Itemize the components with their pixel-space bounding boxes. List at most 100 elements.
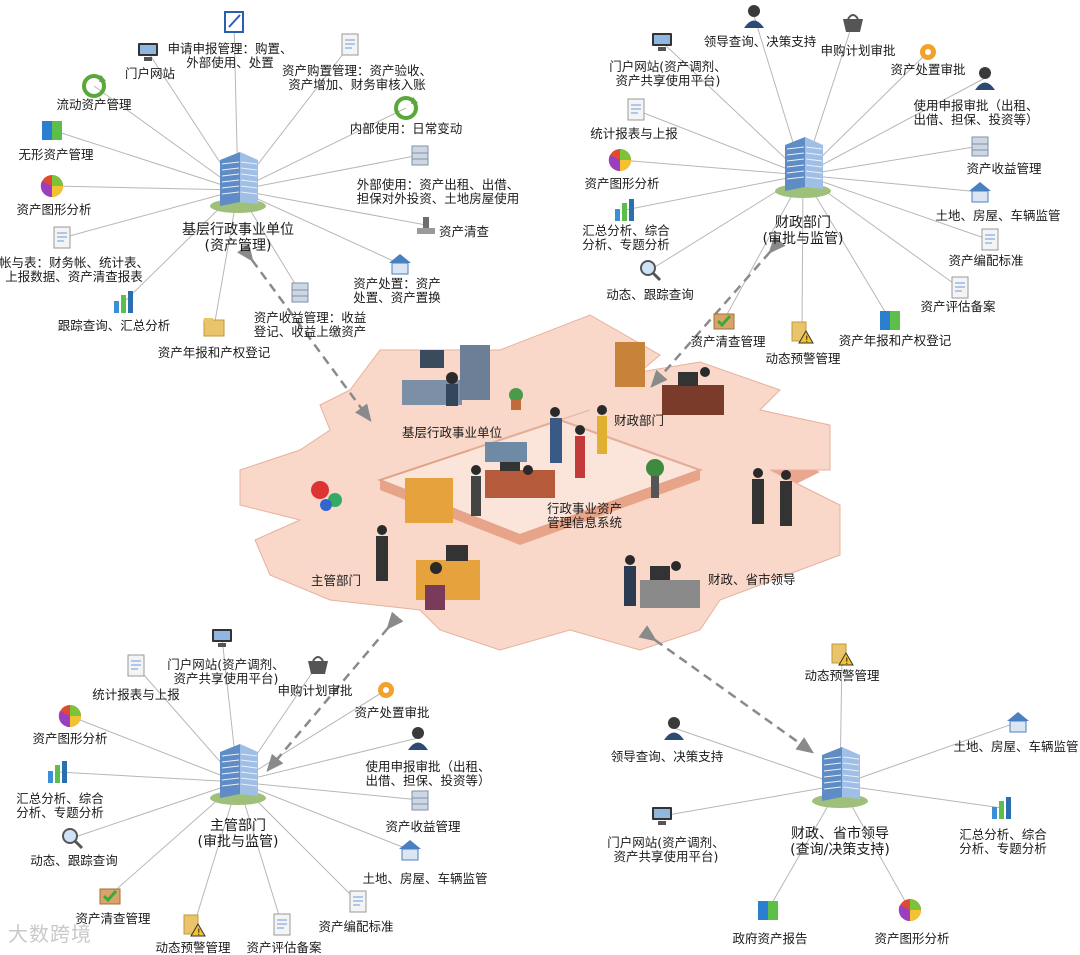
system-label-text: 行政事业资产管理信息系统: [547, 501, 623, 530]
item-label: 资产处置审批: [354, 705, 430, 720]
doc-icon: [627, 98, 645, 121]
spoke-line: [839, 784, 1003, 809]
shelf: [485, 442, 527, 462]
stamp-icon: [417, 217, 435, 234]
monitor-icon: [652, 33, 672, 51]
spoke-line: [193, 781, 239, 926]
spoke-line: [71, 781, 239, 839]
item-label: 门户网站: [124, 66, 176, 81]
doc-icon: [981, 228, 999, 251]
person-body: [597, 416, 607, 454]
hub-competent-line1: 主管部门: [210, 818, 266, 834]
item-label: 动态预警管理: [804, 668, 880, 683]
spoke-line: [802, 174, 961, 289]
spoke-line: [237, 189, 427, 226]
item-label: 资产收益管理：收益登记、收益上缴资产: [253, 310, 367, 339]
spoke-line: [619, 159, 804, 176]
spoke-line: [237, 781, 421, 801]
monitor: [446, 545, 468, 561]
refresh-icon: [82, 74, 106, 98]
spoke-line: [802, 174, 891, 321]
platform-label-competent: 主管部门: [311, 573, 362, 588]
bars-icon: [114, 291, 133, 313]
gear-icon: [378, 682, 394, 698]
item-label: 资产评估备案: [920, 299, 996, 314]
plant-pot: [651, 476, 659, 498]
spoke-line: [51, 129, 239, 191]
cabinet-icon: [411, 145, 429, 166]
monitor: [420, 350, 444, 368]
arrow-grassroots: [237, 243, 372, 423]
person-body: [550, 418, 562, 463]
doc-icon: [349, 890, 367, 913]
item-label: 资产购置管理：资产验收、资产增加、财务审核入账: [281, 63, 433, 92]
item-label: 土地、房屋、车辆监管: [935, 208, 1061, 223]
house-icon: [1007, 712, 1029, 733]
item-label: 申购计划审批: [820, 43, 896, 58]
person: [430, 562, 442, 574]
gear-icon: [311, 481, 329, 499]
spoke-line: [635, 109, 804, 176]
svg-text:!: !: [805, 335, 809, 345]
item-label: 土地、房屋、车辆监管: [362, 871, 488, 886]
spoke-line: [661, 41, 804, 176]
spoke-line: [802, 77, 986, 176]
bookshelf: [615, 342, 645, 387]
item-label: 使用申报审批（出租、出借、担保、投资等）: [913, 98, 1039, 127]
platform-label-grassroots: 基层行政事业单位: [402, 425, 503, 440]
box-icon: [99, 888, 121, 905]
item-label: 资产清查管理: [75, 911, 151, 926]
watermark: 大数跨境: [8, 922, 92, 946]
person-body: [471, 476, 481, 516]
hub-grassroots-line2: (资产管理): [204, 238, 272, 254]
house-icon: [399, 840, 421, 861]
item-label: 政府资产报告: [732, 931, 808, 946]
person: [575, 425, 585, 435]
pen-icon: [224, 11, 244, 33]
item-label: 动态、跟踪查询: [606, 287, 694, 302]
person: [446, 372, 458, 384]
spoke-line: [69, 715, 239, 783]
hub-grassroots-line1: 基层行政事业单位: [182, 222, 294, 238]
arrow-leaders: [638, 625, 815, 754]
doc-icon: [341, 33, 359, 56]
person-body: [575, 436, 585, 478]
hub-competent: 主管部门(审批与监管): [198, 818, 279, 850]
item-label: 资产编配标准: [948, 253, 1024, 268]
doc-icon: [127, 654, 145, 677]
book-icon: [758, 901, 778, 920]
item-label: 资产图形分析: [874, 931, 950, 946]
person-body: [624, 566, 636, 606]
item-label: 资产年报和产权登记: [157, 345, 271, 360]
hub-grassroots: 基层行政事业单位(资产管理): [182, 222, 294, 254]
desk: [485, 470, 555, 498]
doc-icon: [951, 276, 969, 299]
doc-icon: [53, 226, 71, 249]
platform-label-finance: 财政部门: [614, 413, 665, 428]
item-label: 无形资产管理: [18, 147, 94, 162]
person: [781, 470, 791, 480]
spoke-line: [661, 784, 841, 817]
spoke-line: [237, 781, 283, 926]
item-label: 内部使用：日常变动: [349, 121, 463, 136]
book-icon: [42, 121, 62, 140]
house-icon: [389, 254, 411, 275]
building-grassroots: [210, 152, 266, 213]
spoke-line: [237, 154, 421, 191]
item-label: 跟踪查询、汇总分析: [57, 318, 171, 333]
spoke-line: [57, 771, 239, 783]
person: [625, 555, 635, 565]
item-label: 流动资产管理: [56, 97, 132, 112]
pie-icon: [608, 149, 631, 172]
spoke-line: [237, 189, 401, 265]
spoke-line: [51, 185, 239, 191]
person-body: [780, 481, 792, 526]
person: [597, 405, 607, 415]
item-label: 资产评估备案: [246, 940, 322, 955]
house-icon: [969, 182, 991, 203]
spoke-line: [237, 107, 407, 191]
box-icon: [713, 313, 735, 330]
item-label: 资产清查管理: [690, 334, 766, 349]
